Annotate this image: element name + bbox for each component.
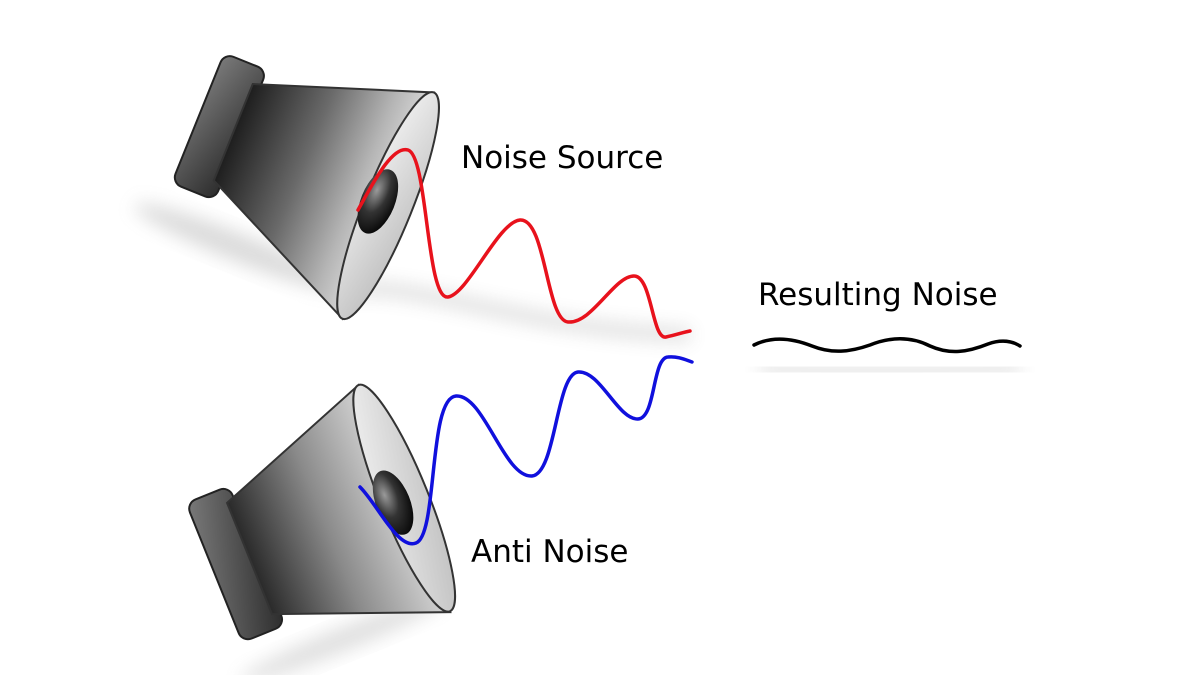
anti-noise-speaker	[188, 383, 457, 675]
wave-shadows	[344, 281, 1021, 377]
anti-noise-wave	[358, 355, 694, 546]
speaker-shadow	[134, 203, 339, 291]
noise-wave	[356, 148, 692, 339]
noise-source-label: Noise Source	[461, 140, 664, 176]
speaker-shadow	[240, 596, 445, 675]
resulting-noise-label: Resulting Noise	[758, 277, 998, 313]
resulting-noise-wave	[752, 337, 1022, 354]
noise-source-speaker	[134, 55, 440, 321]
anti-noise-label: Anti Noise	[471, 534, 629, 570]
speaker-dome	[357, 169, 399, 234]
